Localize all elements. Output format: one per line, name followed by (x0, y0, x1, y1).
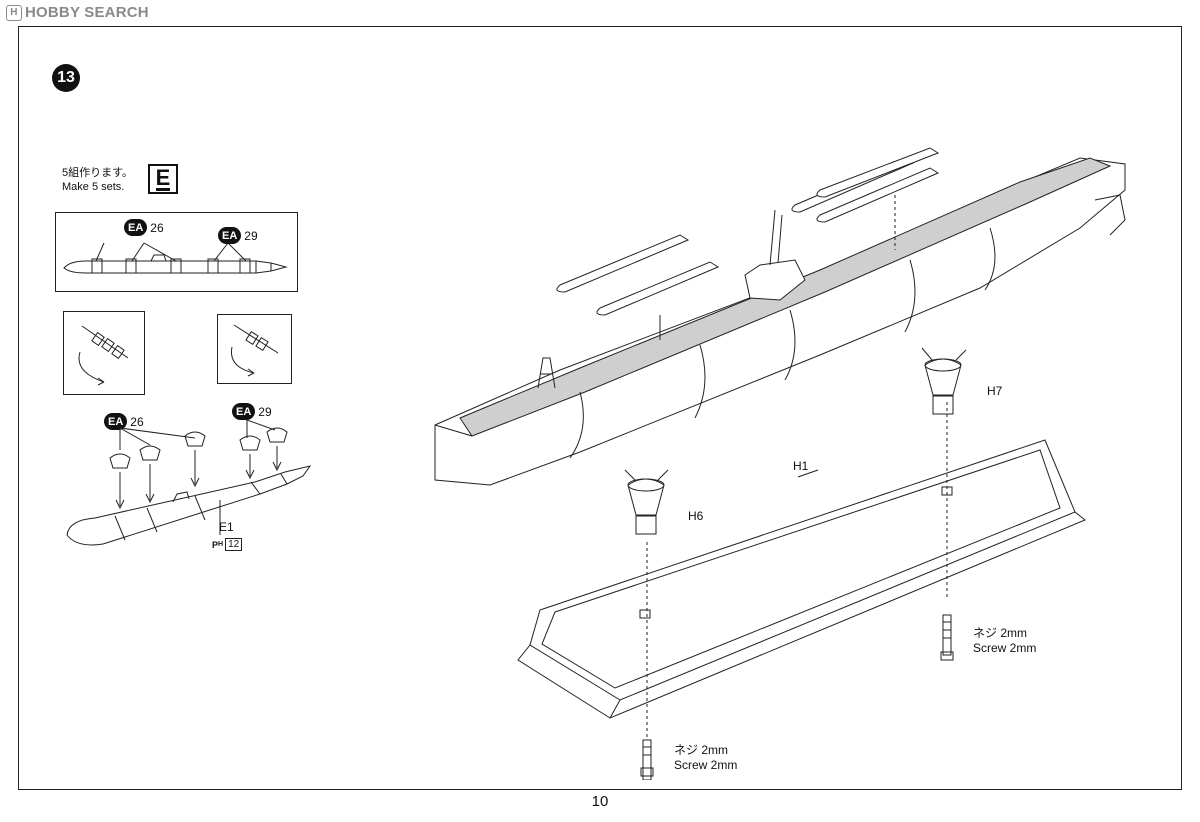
part-h7-label: H7 (987, 384, 1003, 398)
torpedo-assembly-drawing (66, 420, 312, 546)
band-rotation-drawing (230, 324, 279, 377)
page-frame (18, 26, 1182, 790)
callout-ea26-lower: EA 26 (104, 413, 144, 430)
ea-badge: EA (218, 227, 242, 244)
submarine-assembly-drawing (434, 147, 1126, 780)
callout-number: 26 (150, 220, 164, 235)
callout-number: 29 (258, 404, 272, 419)
ph-ref-number: 12 (225, 538, 243, 551)
ea-badge: EA (104, 413, 128, 430)
page-number: 10 (591, 793, 609, 810)
rotation-detail-box-right (217, 314, 292, 384)
callout-number: 29 (244, 228, 258, 243)
part-tree-letter: E (155, 164, 171, 191)
step-number: 13 (52, 64, 80, 92)
logo-text: HOBBY SEARCH (25, 4, 149, 21)
ea-badge: EA (232, 403, 256, 420)
logo-mark-icon: H (6, 4, 22, 21)
torpedo-detail-box (55, 212, 298, 292)
part-tree-badge: E (148, 164, 178, 194)
part-h6-label: H6 (688, 509, 704, 523)
band-rotation-drawing (78, 325, 129, 386)
screw-label-bottom: ネジ 2mm Screw 2mm (674, 743, 737, 773)
instruction-text: 5組作ります。 Make 5 sets. (62, 166, 133, 194)
hobby-search-logo: H HOBBY SEARCH (6, 4, 149, 21)
screw-right-en: Screw 2mm (973, 641, 1037, 655)
part-h1-label: H1 (793, 459, 809, 473)
part-e1-label: E1 (219, 520, 234, 534)
instruction-en: Make 5 sets. (62, 181, 125, 193)
screw-bottom-en: Screw 2mm (674, 758, 738, 772)
screw-label-right: ネジ 2mm Screw 2mm (973, 626, 1036, 656)
ph-prefix: P (212, 539, 219, 550)
callout-ea26-top: EA 26 (124, 219, 164, 236)
instruction-jp: 5組作ります。 (62, 167, 134, 179)
rotation-detail-box-left (63, 311, 145, 395)
screw-bottom-jp: ネジ 2mm (674, 743, 729, 757)
callout-ea29-lower: EA 29 (232, 403, 272, 420)
ea-badge: EA (124, 219, 148, 236)
torpedo-detail-drawing (63, 242, 288, 274)
callout-ea29-top: EA 29 (218, 227, 258, 244)
ph-sub: H (218, 541, 224, 548)
callout-number: 26 (130, 414, 144, 429)
screw-right-jp: ネジ 2mm (973, 626, 1028, 640)
